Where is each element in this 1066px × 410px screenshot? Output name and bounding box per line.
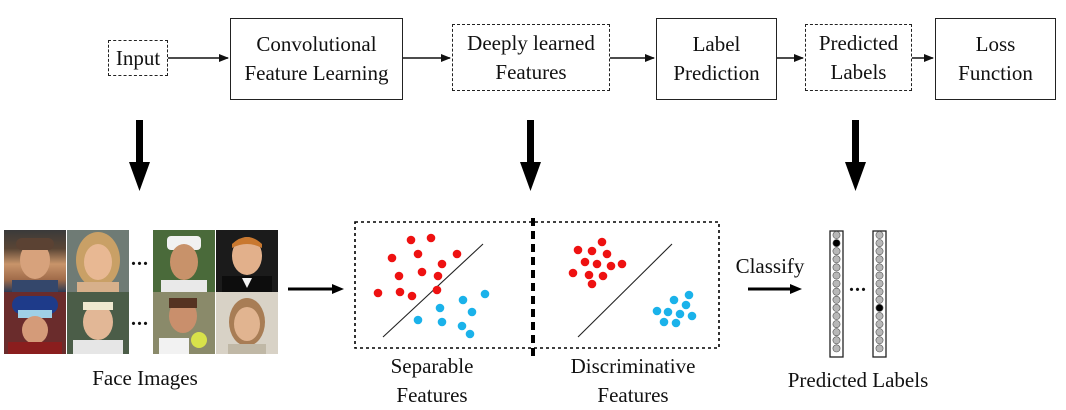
face-image — [216, 230, 278, 292]
step-labels-box: Predicted Labels — [805, 24, 912, 91]
label-cell — [832, 303, 841, 312]
discriminative-class-a — [568, 237, 627, 289]
arrow-faces-to-features — [288, 284, 344, 294]
label-cell — [832, 263, 841, 272]
down-arrow-labels — [845, 120, 866, 191]
face-image-art — [161, 236, 207, 292]
face-image-art — [228, 298, 266, 354]
label-vector-2 — [875, 231, 884, 353]
face-grid-ellipsis-bottom: ... — [131, 308, 149, 330]
label-cell — [875, 247, 884, 256]
label-cell — [832, 279, 841, 288]
label-cell — [875, 279, 884, 288]
classify-label: Classify — [735, 254, 805, 278]
face-image-art — [12, 238, 58, 292]
label-cell — [832, 328, 841, 337]
label-vectors-ellipsis: ... — [849, 274, 867, 296]
label-vector-1-frame — [829, 230, 844, 358]
label-cell — [875, 255, 884, 264]
discriminative-features-label: Discriminative Features — [570, 354, 696, 407]
label-cell — [875, 287, 884, 296]
step-conv-box: Convolutional Feature Learning — [230, 18, 403, 100]
label-cell — [832, 336, 841, 345]
label-cell — [875, 295, 884, 304]
label-cell — [875, 344, 884, 353]
label-cell-active — [875, 303, 884, 312]
arrow-classify — [748, 284, 802, 294]
label-cell — [832, 247, 841, 256]
down-arrow-input — [129, 120, 150, 191]
face-image — [4, 292, 66, 354]
label-cell — [832, 320, 841, 328]
step-conv-label: Convolutional Feature Learning — [244, 32, 389, 85]
label-cell — [832, 255, 841, 264]
label-cell — [832, 295, 841, 304]
face-grid-ellipsis-top: ... — [131, 248, 149, 270]
label-cell — [832, 271, 841, 280]
face-image-art — [159, 298, 207, 354]
face-image — [153, 292, 215, 354]
feature-panel-border — [354, 221, 720, 349]
face-image — [153, 230, 215, 292]
face-images-label: Face Images — [92, 366, 198, 390]
step-labels-label: Predicted Labels — [818, 30, 899, 84]
label-cell — [875, 263, 884, 272]
step-loss-label: Loss Function — [958, 32, 1033, 85]
label-cell — [832, 312, 841, 320]
label-cell — [875, 336, 884, 345]
step-deep-box: Deeply learned Features — [452, 24, 610, 91]
separable-features-label: Separable Features — [390, 354, 474, 407]
face-image-art — [73, 302, 123, 354]
predicted-labels-label: Predicted Labels — [787, 368, 929, 392]
label-cell — [875, 271, 884, 280]
label-cell — [875, 312, 884, 320]
label-cell-active — [832, 239, 841, 247]
label-cell — [832, 287, 841, 296]
label-vector-1 — [832, 231, 841, 353]
label-cell — [832, 231, 841, 239]
discriminative-class-b — [652, 290, 697, 328]
face-image — [216, 292, 278, 354]
label-vector-2-frame — [872, 230, 887, 358]
step-pred-box: Label Prediction — [656, 18, 777, 100]
step-pred-label: Label Prediction — [673, 32, 760, 85]
step-input-label: Input — [115, 45, 161, 70]
face-image-art — [8, 296, 62, 354]
face-image-art — [76, 232, 120, 292]
label-cell — [875, 239, 884, 247]
step-deep-label: Deeply learned Features — [467, 30, 595, 84]
label-cell — [832, 344, 841, 353]
step-input-box: Input — [108, 40, 168, 76]
face-image — [67, 292, 129, 354]
face-image — [67, 230, 129, 292]
discriminative-boundary-line — [577, 243, 673, 338]
label-cell — [875, 320, 884, 328]
face-image-art — [222, 237, 272, 292]
separable-class-a — [373, 233, 462, 301]
down-arrow-features — [520, 120, 541, 191]
label-cell — [875, 231, 884, 239]
step-loss-box: Loss Function — [935, 18, 1056, 100]
separable-class-b — [413, 289, 490, 339]
label-cell — [875, 328, 884, 337]
face-image — [4, 230, 66, 292]
